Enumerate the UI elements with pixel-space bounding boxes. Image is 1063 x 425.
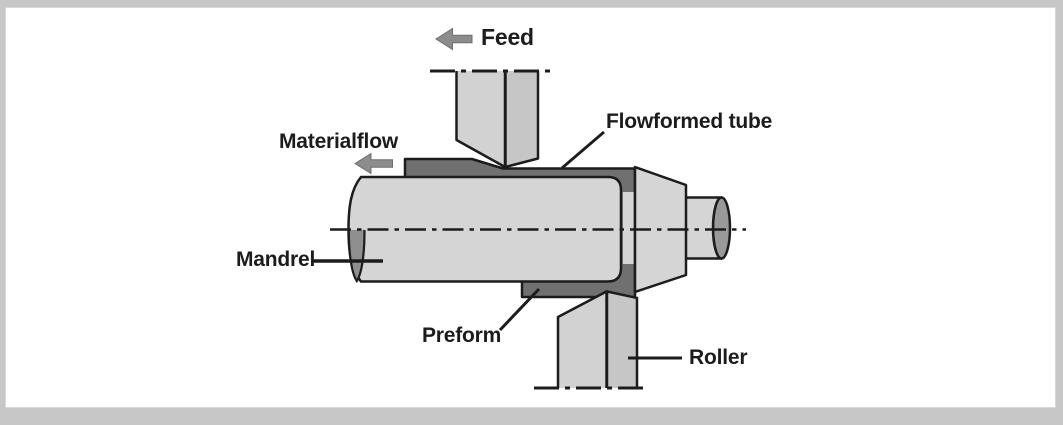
flowformed-tube-leader-line xyxy=(561,130,605,170)
feed-label: Feed xyxy=(481,24,534,50)
bottom-roller-front-facet xyxy=(556,290,608,388)
bottom-roller-side-facet xyxy=(605,290,639,388)
top-roller-front-facet xyxy=(455,71,507,169)
mandrel-end-face xyxy=(347,229,366,283)
materialflow-label: Materialflow xyxy=(279,130,398,153)
tailstock-shaft xyxy=(682,196,723,260)
flowformed-tube-label: Flowformed tube xyxy=(606,110,773,133)
feed-arrow-icon xyxy=(435,27,473,51)
preform-leader-line xyxy=(498,287,541,332)
roller-label: Roller xyxy=(689,346,748,369)
top-roller xyxy=(455,71,540,169)
top-roller-side-facet xyxy=(504,71,540,169)
tube-end-highlight xyxy=(622,192,634,264)
materialflow-arrow-icon xyxy=(354,152,393,175)
mandrel-label: Mandrel xyxy=(236,248,316,271)
bottom-roller xyxy=(556,290,639,388)
preform-label: Preform xyxy=(422,324,502,347)
